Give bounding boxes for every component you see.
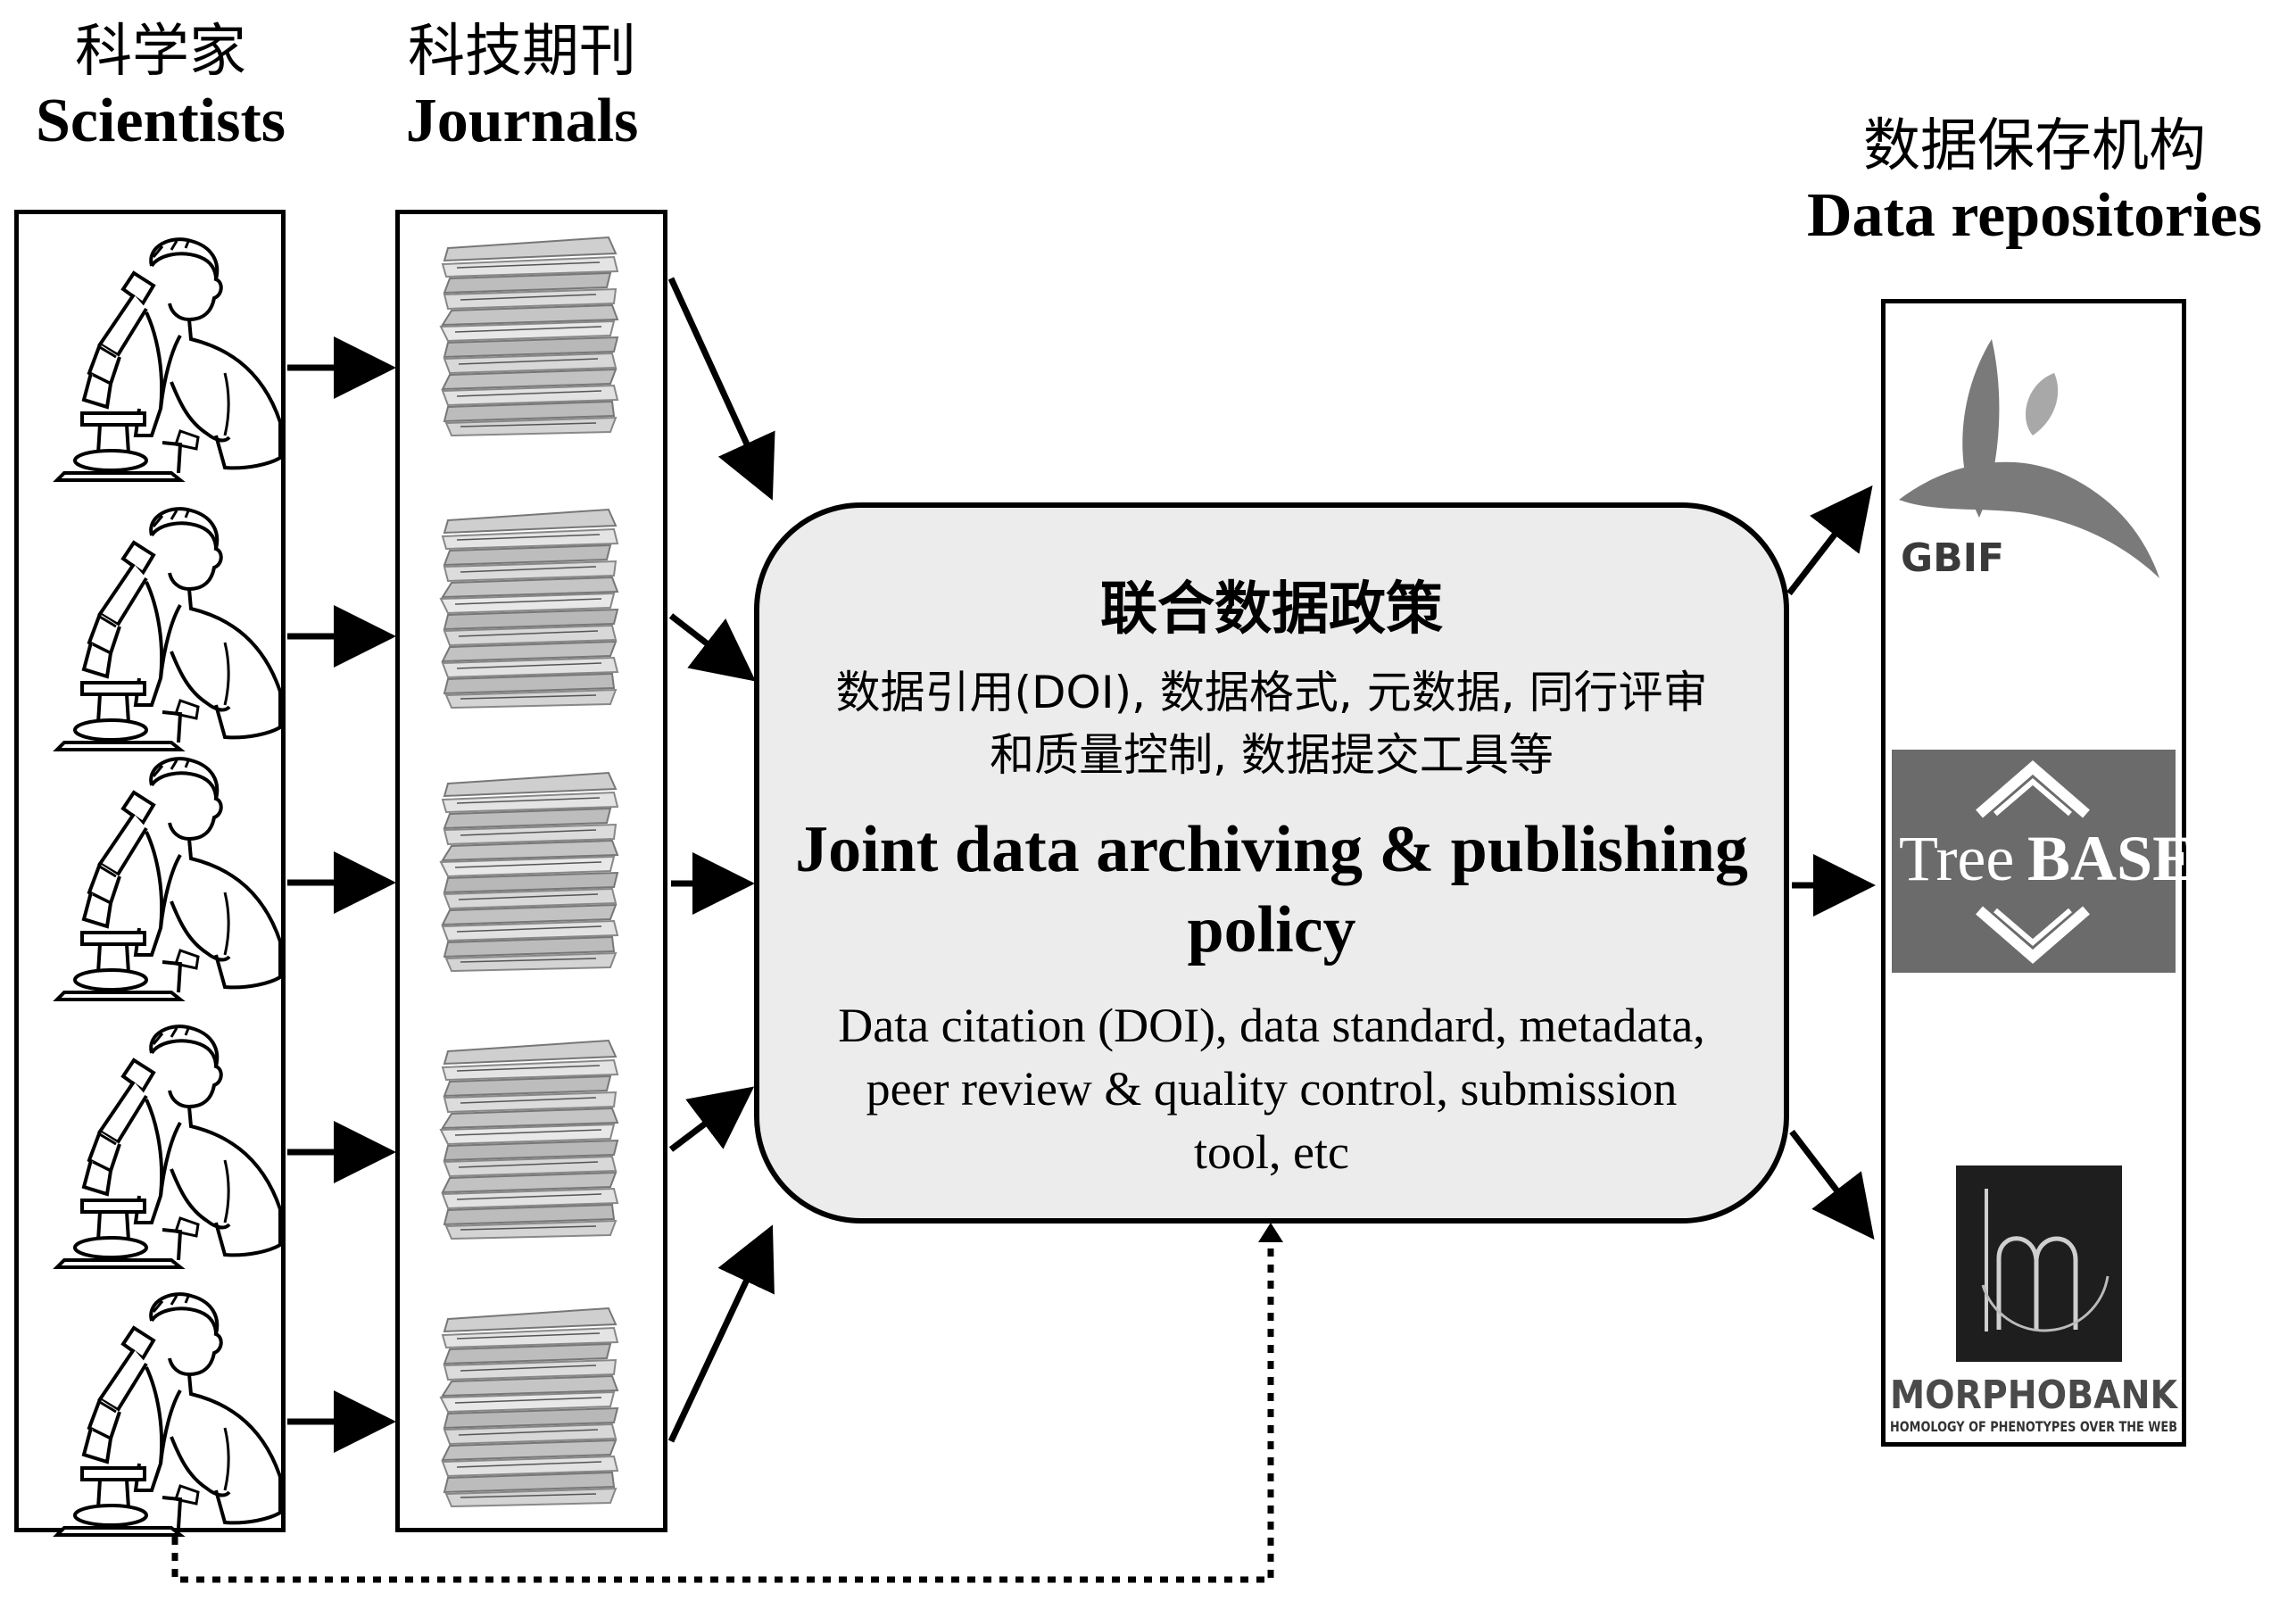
arrow-journal-policy xyxy=(668,1086,755,1152)
joint-policy-box: 联合数据政策 数据引用(DOI), 数据格式, 元数据, 同行评审和质量控制, … xyxy=(754,502,1789,1224)
gbif-logo: GBIF xyxy=(1899,339,2159,581)
treebase-label-b: BASE xyxy=(2027,823,2195,894)
treebase-logo: Tree BASE xyxy=(1892,750,2195,973)
feedback-arrowhead xyxy=(1258,1223,1283,1242)
arrow-journal-policy xyxy=(667,277,775,501)
scientists-title-en: Scientists xyxy=(36,86,286,155)
policy-body-en: Data citation (DOI), data standard, meta… xyxy=(838,998,1705,1180)
feedback-dotted-arrow xyxy=(171,1240,1274,1583)
journal-stack-icon xyxy=(440,1307,618,1507)
repositories-title-zh: 数据保存机构 xyxy=(1863,113,2206,179)
scientists-title: 科学家 Scientists xyxy=(18,19,303,157)
gbif-label: GBIF xyxy=(1901,535,2004,581)
repositories-title: 数据保存机构 Data repositories xyxy=(1776,113,2293,252)
scientists-title-zh: 科学家 xyxy=(75,19,246,85)
arrow-policy-repository xyxy=(1786,485,1873,596)
journal-stack-icon xyxy=(440,509,618,709)
morphobank-tagline: HOMOLOGY OF PHENOTYPES OVER THE WEB xyxy=(1890,1418,2177,1435)
journals-title-zh: 科技期刊 xyxy=(408,19,636,85)
policy-body-zh: 数据引用(DOI), 数据格式, 元数据, 同行评审和质量控制, 数据提交工具等 xyxy=(835,667,1708,781)
policy-title-en: Joint data archiving & publishing policy xyxy=(795,813,1748,967)
scientist-icon xyxy=(55,1292,282,1537)
journals-title-en: Journals xyxy=(405,86,639,155)
morphobank-logo: MORPHOBANK HOMOLOGY OF PHENOTYPES OVER T… xyxy=(1890,1165,2179,1435)
journals-title: 科技期刊 Journals xyxy=(375,19,669,157)
scientist-icon xyxy=(55,757,282,1001)
policy-title-zh: 联合数据政策 xyxy=(1100,577,1443,643)
repositories-title-en: Data repositories xyxy=(1807,180,2262,250)
arrow-journal-policy xyxy=(668,613,757,682)
morphobank-label: MORPHOBANK xyxy=(1890,1373,2179,1418)
treebase-label-a: Tree xyxy=(1899,823,2014,894)
journal-stack-icon xyxy=(440,1040,618,1240)
arrow-policy-repository xyxy=(1789,1129,1875,1240)
journal-stack-icon xyxy=(440,772,618,972)
scientist-icon xyxy=(55,507,282,751)
journal-stack-icon xyxy=(440,236,618,436)
scientist-icon xyxy=(55,1024,282,1269)
scientist-icon xyxy=(55,237,282,482)
arrow-journal-policy xyxy=(667,1224,775,1443)
